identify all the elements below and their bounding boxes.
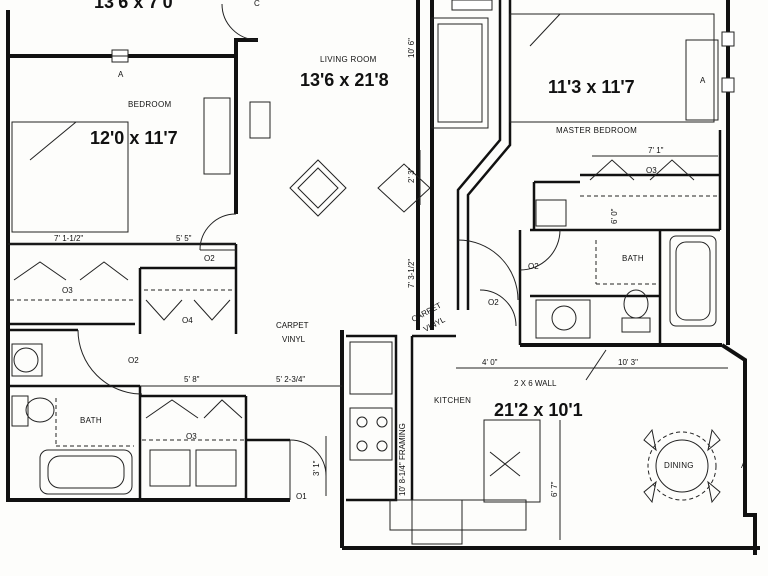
window-tag-a: A [700,76,706,85]
dim-5-8: 5' 8" [184,375,200,384]
dim-2-3: 2' 3" [407,167,416,184]
bedroom-name: BEDROOM [128,100,172,109]
dim-4-0: 4' 0" [482,358,498,367]
tag-c: C [254,0,260,8]
dining-name: DINING [664,461,694,470]
door-tag-o2: O2 [128,356,139,365]
living-room-size: 13'6 x 21'8 [300,70,389,90]
bedroom-size: 12'0 x 11'7 [90,128,178,148]
closets [10,159,718,441]
closet-tag-o3: O3 [186,432,197,441]
dim-7-1: 7' 1" [648,146,664,155]
kitchen-size: 21'2 x 10'1 [494,400,583,420]
top-room-size: 13'6 x 7'0 [94,0,173,12]
dim-5-2-3-4: 5' 2-3/4" [276,375,306,384]
door-tag-o2: O2 [488,298,499,307]
master-bath-name: BATH [622,254,644,263]
doors [77,3,561,500]
hall-bath-name: BATH [80,416,102,425]
dim-6-0: 6' 0" [610,208,619,225]
dim-10-6: 10' 6" [407,38,416,58]
door-tag-o2: O2 [528,262,539,271]
master-bedroom-size: 11'3 x 11'7 [548,77,635,97]
closet-tag-o4: O4 [182,316,193,325]
master-bedroom-name: MASTER BEDROOM [556,126,638,135]
living-room-name: LIVING ROOM [320,55,377,64]
dim-5-5: 5' 5" [176,234,192,243]
door-tag-o2: O2 [204,254,215,263]
dim-2x6-wall: 2 X 6 WALL [514,379,557,388]
dim-6-7: 6' 7" [550,481,559,498]
windows [111,0,735,93]
dimension-lines [8,150,728,540]
kitchen-name: KITCHEN [434,396,472,405]
closet-tag-o3: O3 [646,166,657,175]
dim-3-1: 3' 1" [312,460,321,477]
carpet-label: CARPET [276,321,309,330]
furniture [11,13,721,545]
dim-7-3-1-2: 7' 3-1/2" [407,258,416,288]
window-tag-a: A [118,70,124,79]
vinyl-label: VINYL [282,335,306,344]
closet-tag-o3: O3 [62,286,73,295]
dim-10-3: 10' 3" [618,358,638,367]
dim-7-1-2: 7' 1-1/2" [54,234,84,243]
door-tag-o1: O1 [296,492,307,501]
dim-10-8-1-4-framing: 10' 8-1/4" FRAMING [398,423,407,496]
window-tag-a: A [741,461,747,470]
